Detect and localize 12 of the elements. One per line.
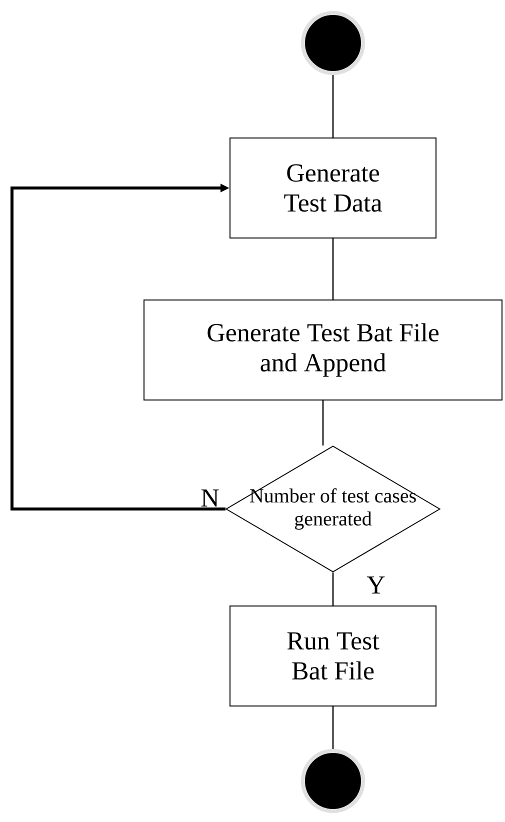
- terminal-circle: [301, 11, 365, 75]
- connector-line: [332, 572, 334, 606]
- connector-line: [322, 400, 324, 446]
- connector-line: [332, 238, 334, 300]
- edge-label: Y: [366, 576, 386, 595]
- connector-line: [332, 706, 334, 749]
- process-box: Generate Test Bat File and Append: [144, 300, 502, 400]
- terminal-circle: [301, 749, 365, 813]
- process-box: Run Test Bat File: [230, 606, 436, 706]
- connector-line: [332, 75, 334, 138]
- process-box: Generate Test Data: [230, 138, 436, 238]
- edge-label: N: [200, 488, 220, 508]
